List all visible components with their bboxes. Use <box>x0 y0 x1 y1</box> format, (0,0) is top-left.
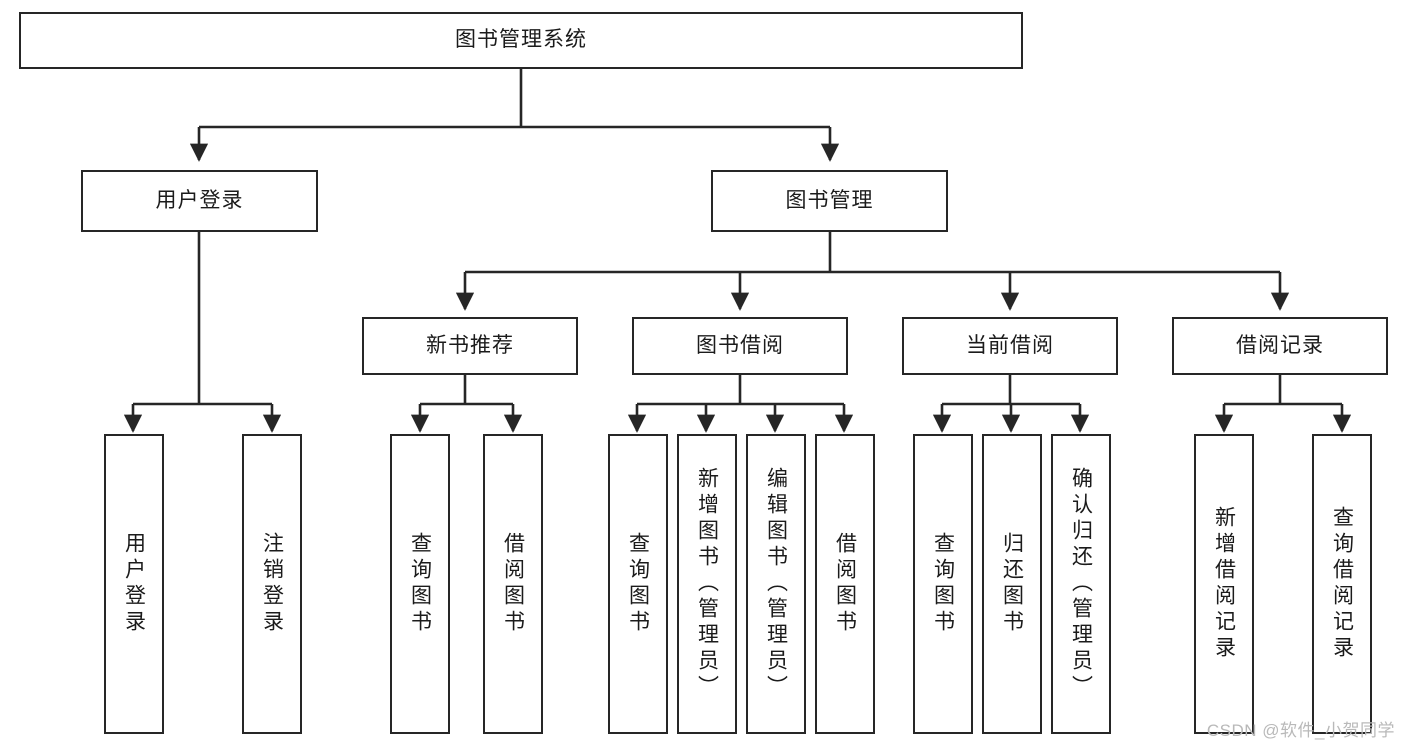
node-current-borrow[interactable]: 当前借阅 <box>902 317 1118 375</box>
node-new-book-recommend[interactable]: 新书推荐 <box>362 317 578 375</box>
node-leaf-confirm-return-label: 确认归还（管理员） <box>1069 467 1093 701</box>
node-leaf-query-book-2-label: 查询图书 <box>626 532 650 636</box>
node-current-borrow-label: 当前借阅 <box>966 333 1054 357</box>
node-leaf-logout[interactable]: 注销登录 <box>242 434 302 734</box>
node-leaf-borrow-book-1[interactable]: 借阅图书 <box>483 434 543 734</box>
node-user-login[interactable]: 用户登录 <box>81 170 318 232</box>
node-leaf-add-book-label: 新增图书（管理员） <box>695 467 719 701</box>
node-leaf-query-book-1[interactable]: 查询图书 <box>390 434 450 734</box>
node-leaf-return-book-label: 归还图书 <box>1000 532 1024 636</box>
node-book-borrow-label: 图书借阅 <box>696 333 784 357</box>
node-leaf-add-record[interactable]: 新增借阅记录 <box>1194 434 1254 734</box>
node-leaf-add-book[interactable]: 新增图书（管理员） <box>677 434 737 734</box>
node-leaf-query-record[interactable]: 查询借阅记录 <box>1312 434 1372 734</box>
node-borrow-record[interactable]: 借阅记录 <box>1172 317 1388 375</box>
node-book-manage-label: 图书管理 <box>785 188 874 212</box>
node-leaf-query-book-2[interactable]: 查询图书 <box>608 434 668 734</box>
node-leaf-borrow-book-2-label: 借阅图书 <box>833 532 857 636</box>
node-book-borrow[interactable]: 图书借阅 <box>632 317 848 375</box>
node-leaf-confirm-return[interactable]: 确认归还（管理员） <box>1051 434 1111 734</box>
node-leaf-edit-book[interactable]: 编辑图书（管理员） <box>746 434 806 734</box>
node-leaf-user-login-label: 用户登录 <box>122 532 146 636</box>
node-leaf-query-book-3-label: 查询图书 <box>931 532 955 636</box>
node-user-login-label: 用户登录 <box>155 188 244 212</box>
node-leaf-add-record-label: 新增借阅记录 <box>1212 506 1236 662</box>
node-leaf-return-book[interactable]: 归还图书 <box>982 434 1042 734</box>
node-leaf-user-login[interactable]: 用户登录 <box>104 434 164 734</box>
node-leaf-edit-book-label: 编辑图书（管理员） <box>764 467 788 701</box>
node-book-manage[interactable]: 图书管理 <box>711 170 948 232</box>
node-root-label: 图书管理系统 <box>455 28 587 52</box>
node-leaf-logout-label: 注销登录 <box>260 532 284 636</box>
node-leaf-borrow-book-2[interactable]: 借阅图书 <box>815 434 875 734</box>
node-new-book-recommend-label: 新书推荐 <box>426 333 514 357</box>
node-leaf-query-record-label: 查询借阅记录 <box>1330 506 1354 662</box>
node-root[interactable]: 图书管理系统 <box>19 12 1023 69</box>
node-leaf-borrow-book-1-label: 借阅图书 <box>501 532 525 636</box>
watermark-text: CSDN @软件_小贺同学 <box>1206 721 1395 740</box>
node-leaf-query-book-3[interactable]: 查询图书 <box>913 434 973 734</box>
node-borrow-record-label: 借阅记录 <box>1236 333 1324 357</box>
node-leaf-query-book-1-label: 查询图书 <box>408 532 432 636</box>
